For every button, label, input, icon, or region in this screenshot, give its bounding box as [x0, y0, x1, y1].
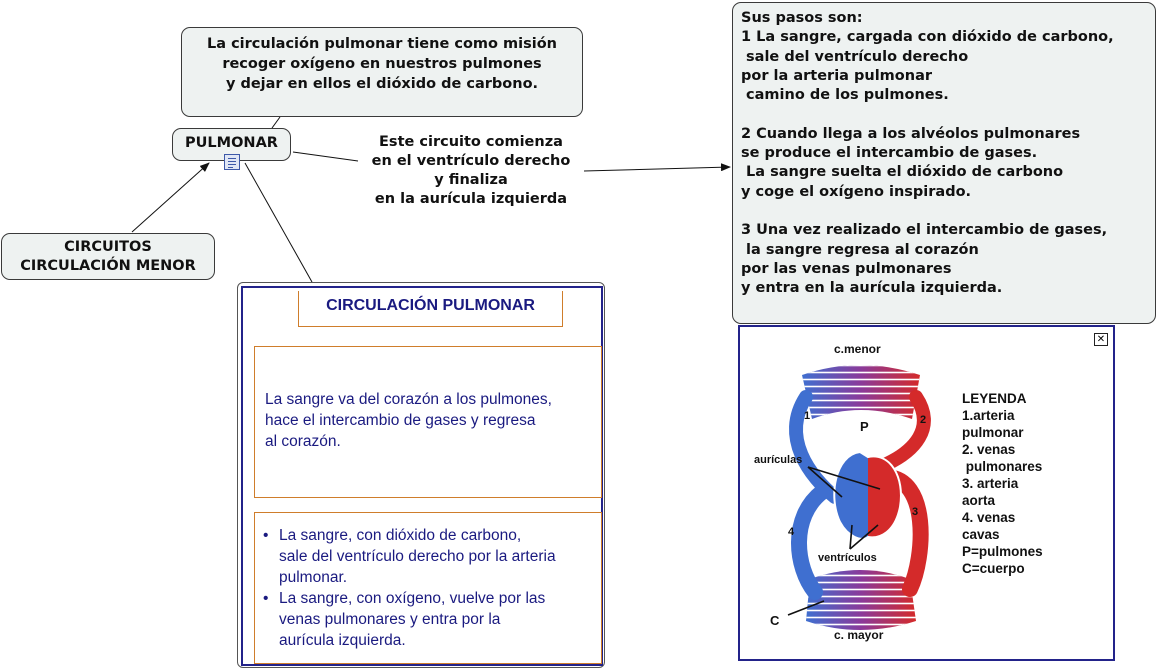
- steps-line: por la arteria pulmonar: [741, 67, 932, 84]
- mission-line: y dejar en ellos el dióxido de carbono.: [225, 76, 539, 92]
- panel-description: La sangre va del corazón a los pulmones,…: [254, 346, 602, 498]
- label-2: 2: [920, 414, 926, 426]
- circuit-label-line: en el ventrículo derecho: [371, 153, 571, 169]
- steps-line: sale del ventrículo derecho: [741, 48, 969, 65]
- list-item: • La sangre, con oxígeno, vuelve por las…: [263, 588, 597, 651]
- steps-line: la sangre regresa al corazón: [741, 241, 979, 258]
- heart-right-side: [834, 452, 868, 539]
- lung-capillary-mesh: [802, 365, 920, 419]
- circulation-illustration: c.menor c. mayor aurículas ventrículos P…: [754, 342, 931, 642]
- steps-blank-line: [741, 202, 1147, 221]
- label-ventriculos: ventrículos: [818, 552, 877, 564]
- link-panel: [244, 162, 313, 283]
- circulacion-pulmonar-panel[interactable]: CIRCULACIÓN PULMONAR La sangre va del co…: [237, 282, 605, 668]
- steps-line: 3 Una vez realizado el intercambio de ga…: [741, 222, 1108, 239]
- vessel-2-pulmonary-veins: [873, 390, 931, 474]
- steps-node[interactable]: Sus pasos son: 1 La sangre, cargada con …: [732, 2, 1156, 324]
- circuit-link-label: Este circuito comienza en el ventrículo …: [355, 133, 587, 209]
- circuit-label-line: en la aurícula izquierda: [374, 191, 568, 207]
- auriculas-arrow: [807, 466, 881, 490]
- panel-title: CIRCULACIÓN PULMONAR: [298, 291, 563, 327]
- list-item: • La sangre, con dióxido de carbono, sal…: [263, 525, 597, 588]
- steps-line: 1 La sangre, cargada con dióxido de carb…: [741, 29, 1114, 46]
- panel-bullet-list: • La sangre, con dióxido de carbono, sal…: [254, 512, 602, 664]
- circuit-label-line: Este circuito comienza: [379, 134, 563, 150]
- legend-line: aorta: [962, 493, 996, 508]
- ventriculos-arrow: [849, 524, 879, 550]
- link-circuit-label-in: [292, 151, 359, 162]
- steps-line: La sangre suelta el dióxido de carbono: [741, 164, 1064, 181]
- label-p: P: [860, 419, 869, 434]
- steps-line: por las venas pulmonares: [741, 260, 952, 277]
- panel-inner-frame: CIRCULACIÓN PULMONAR La sangre va del co…: [241, 286, 603, 666]
- legend-line: 1.arteria: [962, 408, 1015, 423]
- label-3: 3: [912, 506, 918, 518]
- label-c: C: [770, 613, 780, 628]
- parent-node-line: CIRCULACIÓN MENOR: [20, 258, 196, 274]
- parent-node-line: CIRCUITOS: [64, 239, 152, 255]
- document-icon[interactable]: [224, 154, 240, 170]
- description-line: al corazón.: [265, 433, 341, 450]
- legend-line: 4. venas: [962, 510, 1016, 525]
- ventriculos-arrow: [849, 524, 853, 550]
- close-icon[interactable]: ✕: [1094, 333, 1108, 346]
- legend-line: cavas: [962, 527, 1000, 542]
- description-line: La sangre va del corazón a los pulmones,: [265, 391, 552, 408]
- steps-line: y coge el oxígeno inspirado.: [741, 183, 972, 200]
- bullet-line: venas pulmonares y entra por la: [279, 611, 501, 628]
- legend-line: P=pulmones: [962, 544, 1043, 559]
- legend-line: pulmonar: [962, 425, 1024, 440]
- legend: LEYENDA 1.arteria pulmonar 2. venas pulm…: [962, 390, 1043, 577]
- legend-line: LEYENDA: [962, 391, 1027, 406]
- legend-line: 2. venas: [962, 442, 1016, 457]
- central-node-label: PULMONAR: [185, 135, 278, 151]
- legend-line: pulmonares: [962, 459, 1043, 474]
- link-mission: [271, 116, 281, 129]
- steps-blank-line: [741, 105, 1147, 124]
- label-c-mayor: c. mayor: [834, 628, 884, 642]
- legend-line: 3. arteria: [962, 476, 1019, 491]
- label-1: 1: [804, 410, 810, 422]
- legend-line: C=cuerpo: [962, 561, 1025, 576]
- parent-node-circuitos[interactable]: CIRCUITOS CIRCULACIÓN MENOR: [1, 233, 215, 280]
- steps-line: camino de los pulmones.: [741, 87, 949, 104]
- label-c-menor: c.menor: [834, 342, 881, 356]
- bullet-line: La sangre, con oxígeno, vuelve por las: [279, 590, 546, 607]
- mission-line: La circulación pulmonar tiene como misió…: [207, 36, 557, 52]
- link-circuitos: [131, 162, 210, 233]
- mission-node[interactable]: La circulación pulmonar tiene como misió…: [181, 27, 583, 117]
- bullet-line: sale del ventrículo derecho por la arter…: [279, 548, 556, 565]
- bullet-marker: •: [263, 527, 269, 544]
- steps-line: se produce el intercambio de gases.: [741, 145, 1038, 162]
- label-4: 4: [788, 526, 795, 538]
- bullet-line: La sangre, con dióxido de carbono,: [279, 527, 522, 544]
- heart-outline: [833, 450, 902, 540]
- bullet-line: pulmonar.: [279, 569, 348, 586]
- bullet-marker: •: [263, 590, 269, 607]
- bullet-line: aurícula izquierda.: [279, 632, 406, 649]
- steps-line: Sus pasos son:: [741, 10, 863, 26]
- label-auriculas: aurículas: [754, 454, 802, 466]
- circulation-image-panel: c.menor c. mayor aurículas ventrículos P…: [738, 325, 1115, 661]
- circuit-label-line: y finaliza: [434, 172, 508, 188]
- heart-left-side: [868, 456, 901, 538]
- c-arrow: [787, 600, 825, 616]
- mission-line: recoger oxígeno en nuestros pulmones: [222, 56, 542, 72]
- link-steps: [583, 163, 731, 172]
- vessel-4-vena-cava: [791, 484, 830, 600]
- steps-line: 2 Cuando llega a los alvéolos pulmonares: [741, 125, 1081, 142]
- auriculas-arrow: [807, 466, 843, 498]
- steps-line: y entra en la aurícula izquierda.: [741, 280, 1003, 297]
- body-capillary-mesh: [806, 570, 916, 630]
- description-line: hace el intercambio de gases y regresa: [265, 412, 536, 429]
